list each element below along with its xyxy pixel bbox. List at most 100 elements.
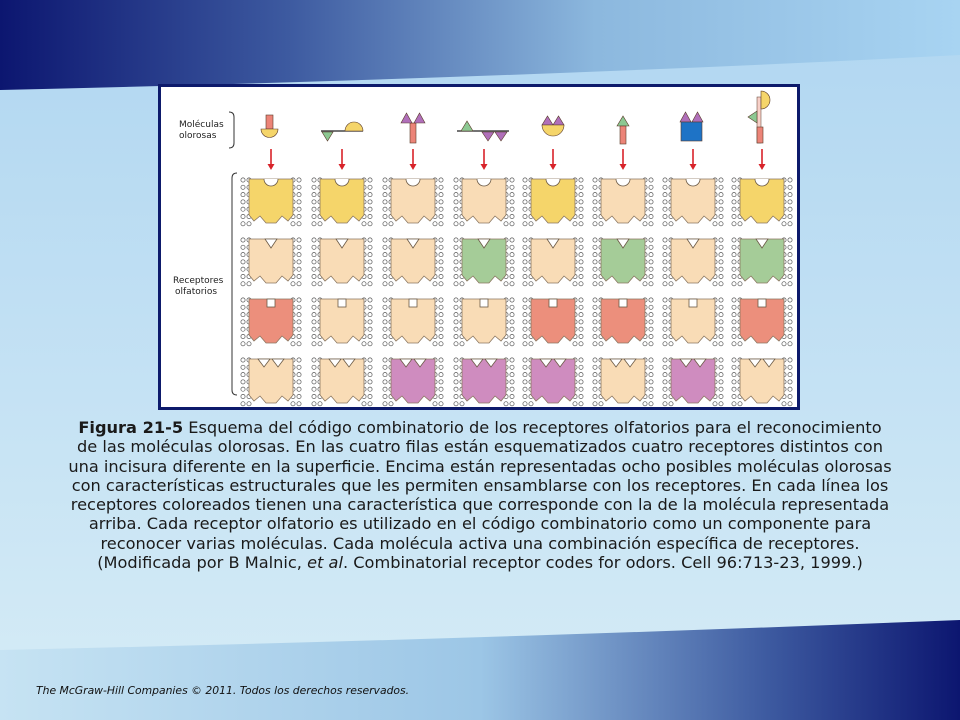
membrane-lipid: [648, 326, 654, 332]
membrane-lipid: [382, 326, 388, 332]
membrane-lipid: [296, 192, 302, 198]
receptor: [522, 357, 584, 407]
membrane-lipid: [718, 244, 724, 250]
receptor-notch: [263, 178, 279, 187]
receptor: [453, 177, 515, 227]
arrow-head: [409, 164, 417, 170]
membrane-lipid: [731, 304, 737, 310]
molecule-square: [680, 121, 703, 142]
molecule-triangle: [400, 112, 413, 124]
membrane-lipid: [453, 401, 459, 407]
membrane-lipid: [787, 394, 793, 399]
membrane-lipid: [522, 401, 528, 407]
membrane-lipid: [438, 312, 444, 318]
membrane-lipid: [578, 281, 584, 287]
membrane-lipid: [787, 259, 793, 265]
membrane-lipid: [438, 177, 444, 183]
membrane-lipid: [296, 372, 302, 378]
membrane-lipid: [438, 297, 444, 303]
receptor-notch: [266, 298, 276, 308]
receptor: [240, 297, 302, 347]
membrane-lipid: [787, 386, 793, 392]
receptor: [662, 177, 724, 227]
membrane-lipid: [718, 394, 724, 399]
membrane-lipid: [578, 199, 584, 205]
membrane-lipid: [509, 237, 515, 243]
molecule-semicircle: [344, 121, 364, 132]
membrane-lipid: [787, 379, 793, 385]
receptor: [592, 297, 654, 347]
arrow-head: [338, 164, 346, 170]
receptor-active: [530, 178, 576, 224]
olfactory-receptor-diagram: Moléculas olorosas Receptores olfatorios: [173, 90, 793, 407]
receptor-notch: [539, 358, 553, 368]
membrane-lipid: [578, 184, 584, 190]
membrane-lipid: [311, 237, 317, 243]
membrane-lipid: [662, 297, 668, 303]
caption-et-al: et al: [307, 553, 343, 573]
membrane-lipid: [522, 192, 528, 198]
membrane-lipid: [578, 312, 584, 318]
receptor-notch: [406, 238, 420, 249]
figure-caption: Figura 21-5 Esquema del código combinato…: [66, 418, 894, 572]
membrane-lipid: [311, 192, 317, 198]
membrane-lipid: [240, 206, 246, 212]
membrane-lipid: [731, 192, 737, 198]
membrane-lipid: [668, 341, 674, 347]
membrane-lipid: [296, 259, 302, 265]
membrane-lipid: [787, 184, 793, 190]
membrane-lipid: [382, 237, 388, 243]
membrane-lipid: [509, 177, 515, 183]
membrane-lipid: [592, 184, 598, 190]
membrane-lipid: [240, 341, 246, 347]
membrane-lipid: [578, 221, 584, 227]
membrane-lipid: [522, 259, 528, 265]
membrane-lipid: [311, 357, 317, 363]
membrane-lipid: [240, 401, 246, 407]
membrane-lipid: [592, 281, 598, 287]
membrane-lipid: [240, 357, 246, 363]
membrane-lipid: [311, 319, 317, 325]
membrane-lipid: [438, 394, 444, 399]
membrane-lipid: [382, 184, 388, 190]
membrane-lipid: [453, 237, 459, 243]
membrane-lipid: [311, 401, 317, 407]
membrane-lipid: [240, 297, 246, 303]
receptor-notch: [335, 238, 349, 249]
membrane-lipid: [459, 341, 465, 347]
membrane-lipid: [712, 281, 718, 287]
membrane-lipid: [453, 221, 459, 227]
membrane-lipid: [367, 341, 373, 347]
membrane-lipid: [438, 184, 444, 190]
membrane-lipid: [296, 401, 302, 407]
membrane-lipid: [578, 326, 584, 332]
membrane-lipid: [240, 244, 246, 250]
membrane-lipid: [361, 281, 367, 287]
molecule-triangle: [321, 131, 334, 142]
receptor: [453, 297, 515, 347]
membrane-lipid: [592, 237, 598, 243]
membrane-lipid: [240, 274, 246, 279]
membrane-lipid: [240, 364, 246, 370]
membrane-lipid: [432, 341, 438, 347]
membrane-lipid: [522, 244, 528, 250]
membrane-lipid: [578, 341, 584, 347]
membrane-lipid: [382, 297, 388, 303]
membrane-lipid: [438, 319, 444, 325]
membrane-lipid: [668, 221, 674, 227]
membrane-lipid: [317, 281, 323, 287]
molecule-triangle: [691, 111, 704, 123]
receptor-notch: [342, 358, 356, 368]
receptors-label-line2: olfatorios: [175, 287, 217, 297]
membrane-lipid: [509, 221, 515, 227]
receptor-notch: [408, 298, 418, 308]
membrane-lipid: [592, 394, 598, 399]
membrane-lipid: [718, 372, 724, 378]
membrane-lipid: [240, 266, 246, 272]
membrane-lipid: [453, 297, 459, 303]
membrane-lipid: [787, 221, 793, 227]
receptor: [382, 177, 444, 227]
membrane-lipid: [382, 357, 388, 363]
membrane-lipid: [737, 221, 743, 227]
membrane-lipid: [453, 177, 459, 183]
